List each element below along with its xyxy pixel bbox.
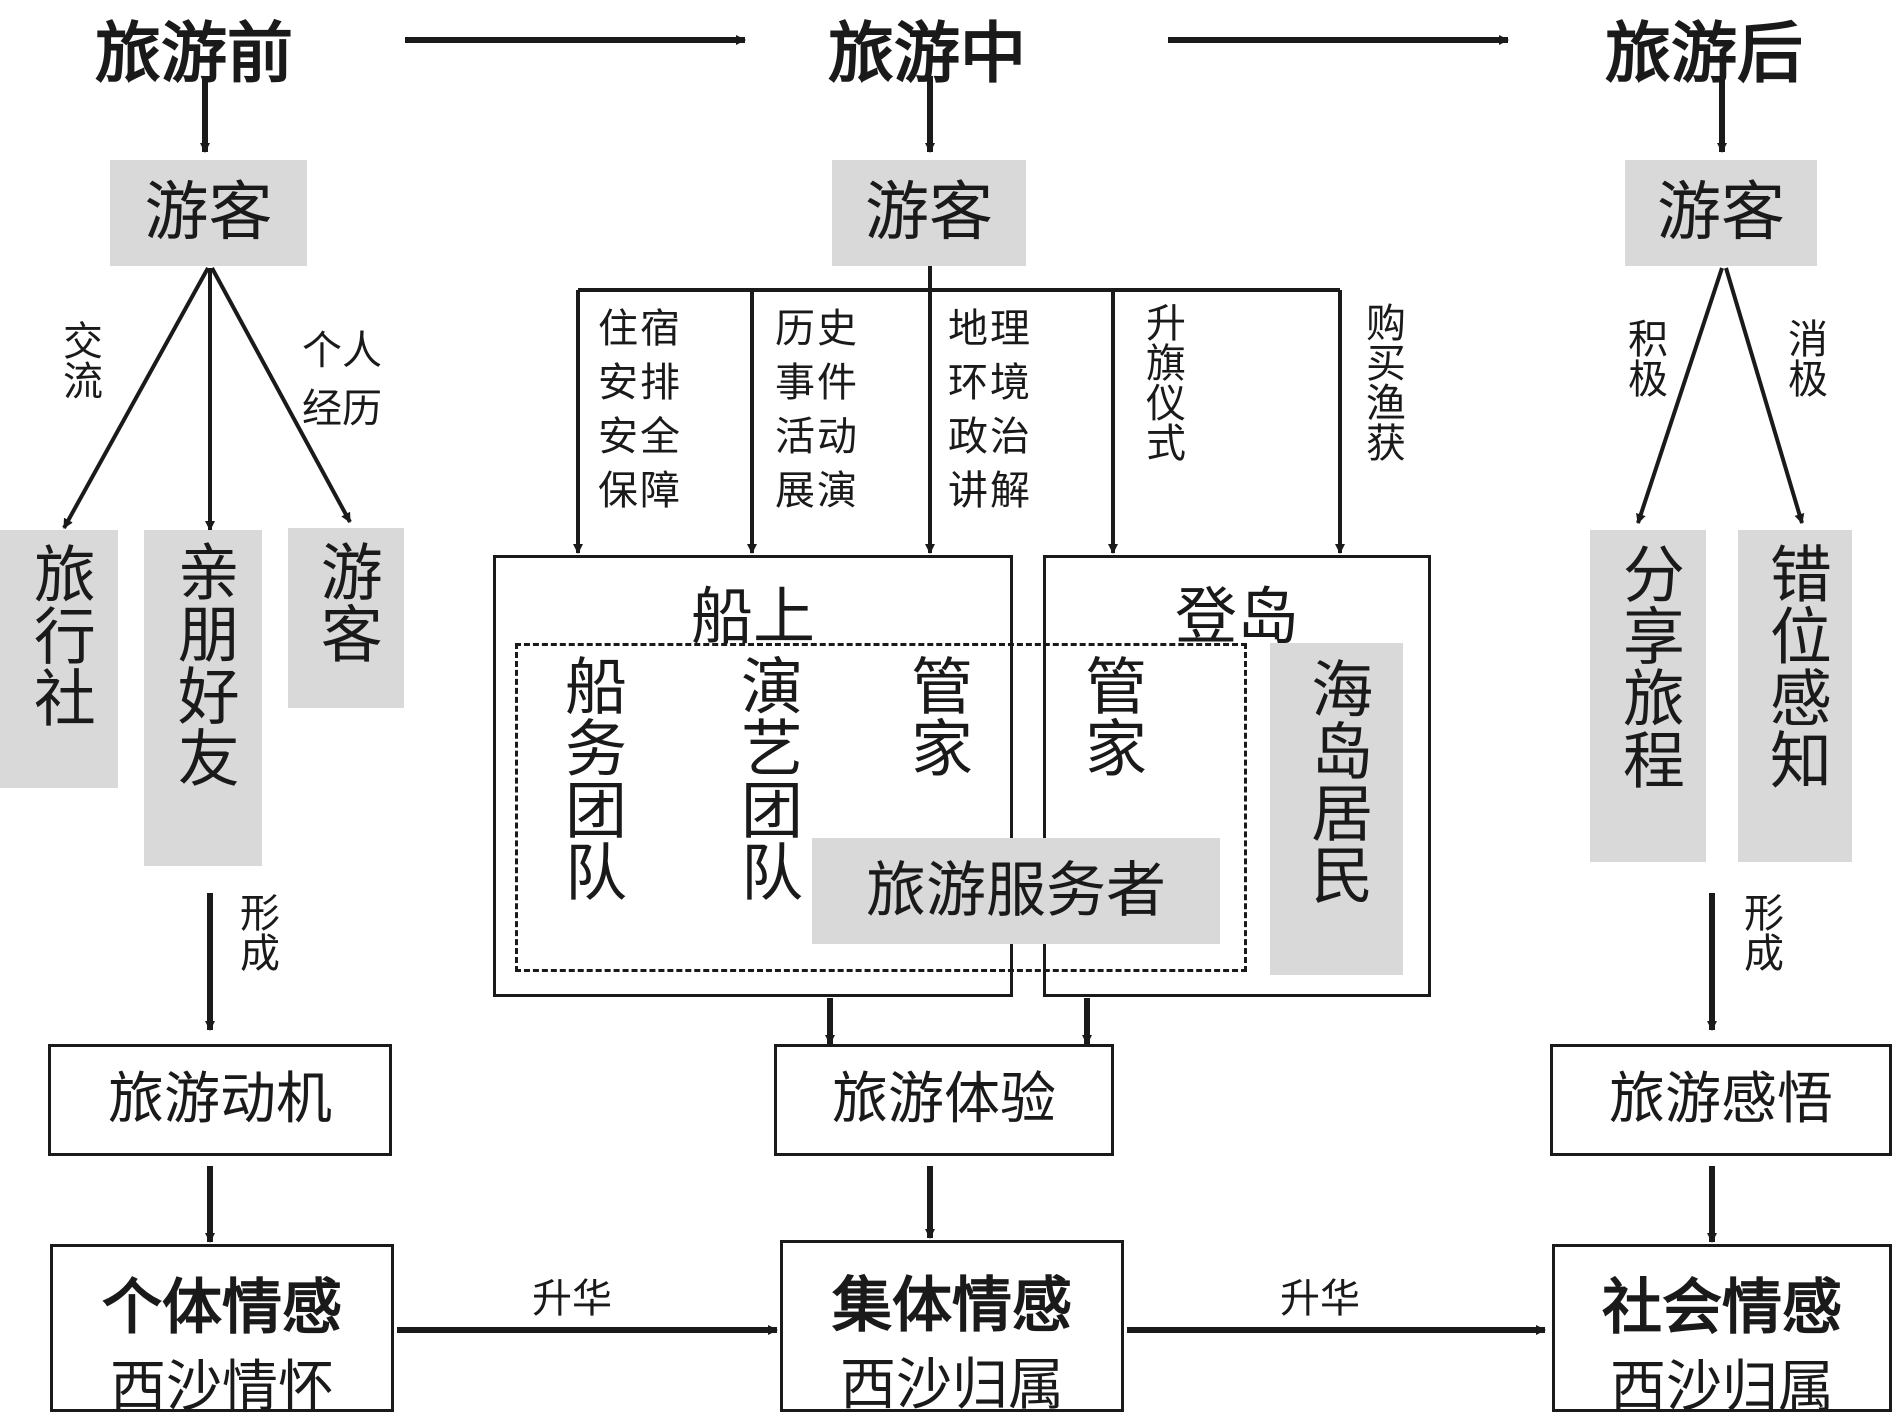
island-residents-box: 海岛居民 <box>1270 643 1403 975</box>
before-result-label: 旅游动机 <box>108 1067 332 1132</box>
sublimation-label-1: 升华 <box>532 1276 612 1322</box>
tourist-before-label: 游客 <box>144 176 273 250</box>
after-emotion-box: 社会情感 西沙归属 <box>1552 1244 1892 1420</box>
during-result-box: 旅游体验 <box>774 1044 1114 1156</box>
tourist-before-box: 游客 <box>110 160 307 266</box>
tourist-after-label: 游客 <box>1657 176 1785 250</box>
after-node-share-label: 分享旅程 <box>1611 542 1685 790</box>
after-edge-negative: 消极 <box>1781 318 1827 398</box>
during-col-steward-ship: 管家 <box>900 654 973 778</box>
before-emotion-sub: 西沙情怀 <box>110 1355 334 1420</box>
before-form-label: 形成 <box>233 892 279 972</box>
service-dashed-frame <box>515 643 1247 972</box>
arrow-after-fan-1 <box>1636 267 1724 524</box>
after-form-label: 形成 <box>1737 892 1783 972</box>
ship-box: 船上 <box>493 555 1013 997</box>
before-node-friends: 亲朋好友 <box>144 530 262 866</box>
during-col-steward-island: 管家 <box>1074 654 1147 778</box>
after-node-mismatch-label: 错位感知 <box>1758 542 1832 790</box>
during-edge-flag: 升旗仪式 <box>1139 302 1185 462</box>
tourist-during-box: 游客 <box>832 160 1026 266</box>
island-residents-label: 海岛居民 <box>1300 657 1374 905</box>
before-edge-exchange: 交流 <box>56 320 102 400</box>
before-edge-experience: 个人经历 <box>302 328 382 432</box>
service-provider-label: 旅游服务者 <box>866 856 1166 926</box>
island-box: 登岛 <box>1043 555 1431 997</box>
after-emotion-title: 社会情感 <box>1602 1273 1842 1343</box>
during-edge-history: 历史事件活动展演 <box>775 306 859 514</box>
before-result-box: 旅游动机 <box>48 1044 392 1156</box>
before-node-tourist-label: 游客 <box>309 540 383 664</box>
phase-after-title: 旅游后 <box>1605 15 1803 92</box>
before-node-tourist: 游客 <box>288 528 404 708</box>
after-node-share: 分享旅程 <box>1590 530 1706 862</box>
before-emotion-box: 个体情感 西沙情怀 <box>50 1244 394 1420</box>
before-emotion-title: 个体情感 <box>102 1273 342 1343</box>
before-node-friends-label: 亲朋好友 <box>166 540 240 788</box>
arrow-before-fan-3 <box>210 267 352 523</box>
tourist-during-label: 游客 <box>865 176 993 250</box>
arrow-before-fan-1 <box>62 267 210 529</box>
before-node-agency-label: 旅行社 <box>22 542 96 728</box>
after-result-label: 旅游感悟 <box>1609 1067 1833 1132</box>
after-result-box: 旅游感悟 <box>1550 1044 1892 1156</box>
during-emotion-sub: 西沙归属 <box>840 1353 1064 1418</box>
before-node-agency: 旅行社 <box>0 530 118 788</box>
tourist-after-box: 游客 <box>1625 160 1817 266</box>
arrow-after-fan-2 <box>1724 267 1805 524</box>
sublimation-label-2: 升华 <box>1280 1276 1360 1322</box>
during-result-label: 旅游体验 <box>832 1067 1056 1132</box>
island-title: 登岛 <box>1174 580 1299 653</box>
during-edge-fish: 购买渔获 <box>1359 302 1405 462</box>
after-node-mismatch: 错位感知 <box>1738 530 1852 862</box>
phase-during-title: 旅游中 <box>828 15 1026 92</box>
during-edge-geography: 地理环境政治讲解 <box>948 306 1032 514</box>
during-emotion-box: 集体情感 西沙归属 <box>780 1240 1124 1418</box>
service-provider-box: 旅游服务者 <box>812 838 1220 944</box>
during-col-art-team: 演艺团队 <box>730 654 803 902</box>
during-col-ship-team: 船务团队 <box>554 654 627 902</box>
ship-title: 船上 <box>690 580 815 653</box>
after-edge-positive: 积极 <box>1621 318 1667 398</box>
phase-before-title: 旅游前 <box>95 15 293 92</box>
during-edge-lodging: 住宿安排安全保障 <box>598 306 682 514</box>
after-emotion-sub: 西沙归属 <box>1610 1355 1834 1420</box>
during-emotion-title: 集体情感 <box>832 1271 1072 1341</box>
